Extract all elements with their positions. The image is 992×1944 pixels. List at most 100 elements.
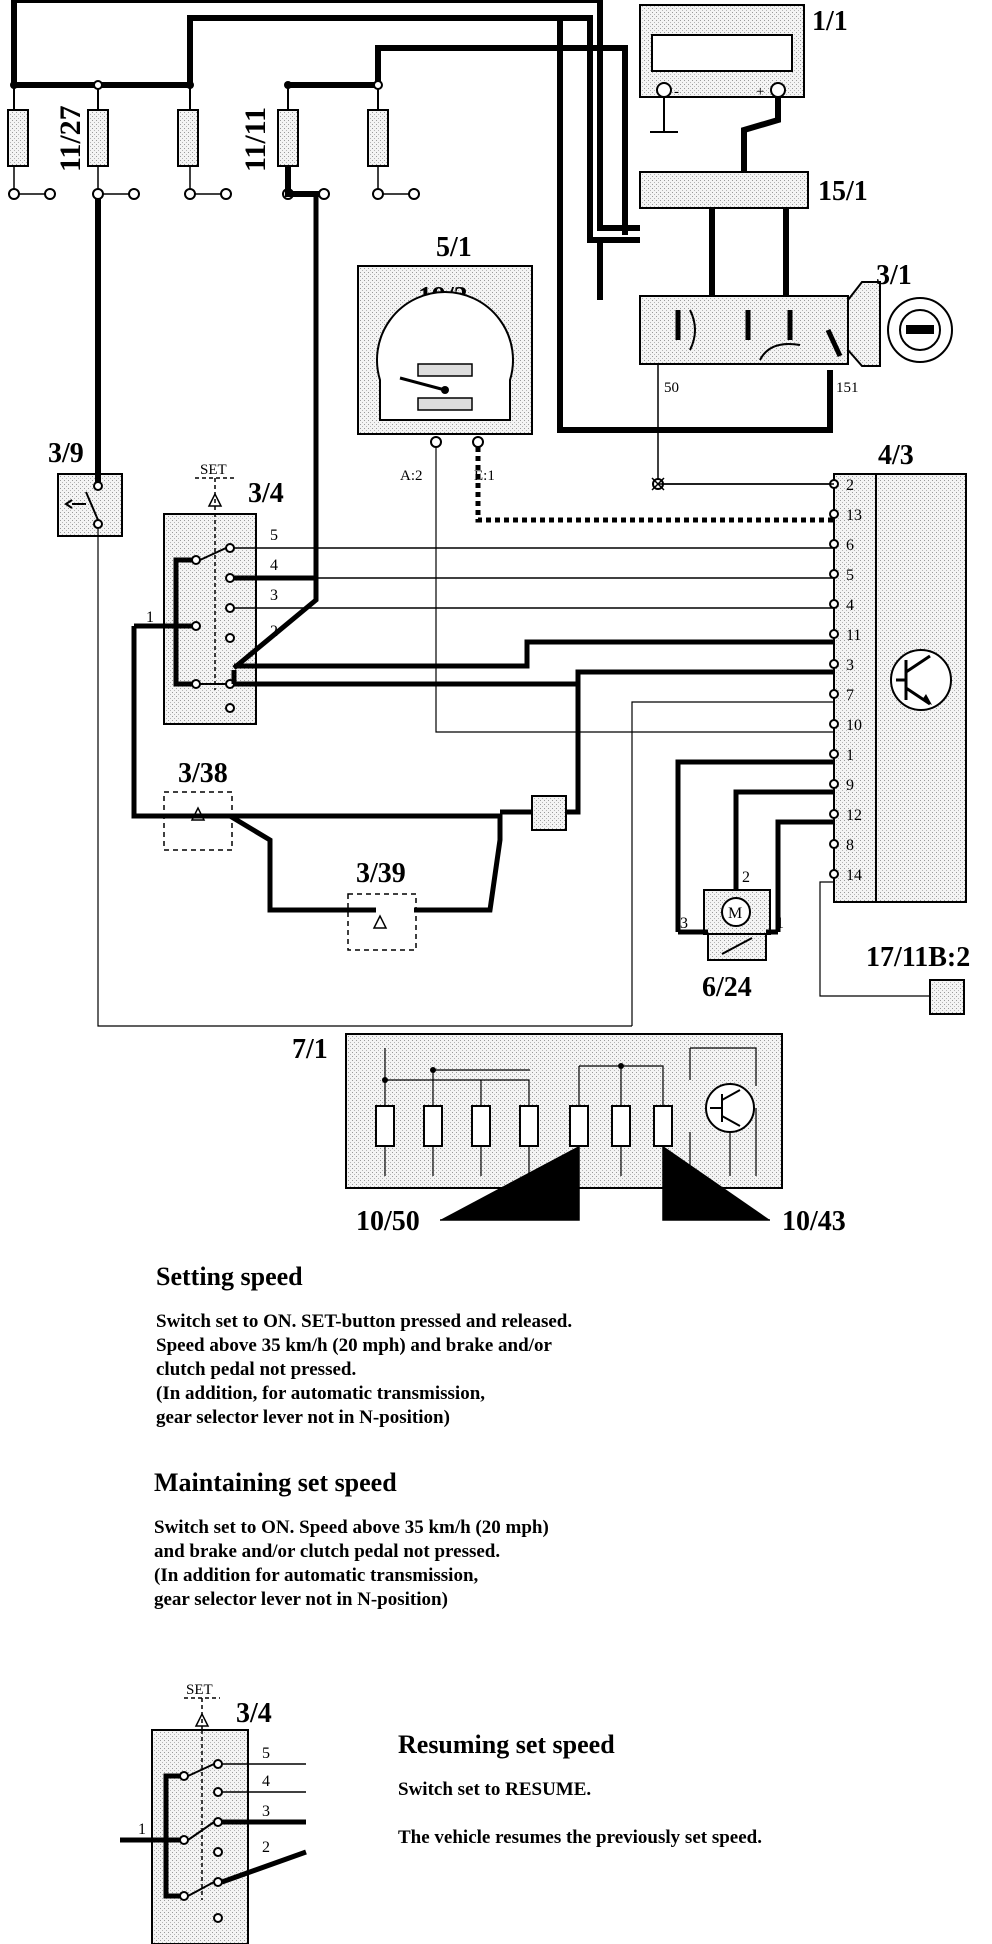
module-pin-label: 14 xyxy=(846,867,862,884)
pump-pin-3: 3 xyxy=(680,915,688,932)
set-switch-label: 3/4 xyxy=(248,478,284,509)
module-pin-label: 7 xyxy=(846,687,854,704)
section-heading: Resuming set speed xyxy=(398,1730,615,1759)
detail-pin-4: 4 xyxy=(262,1773,270,1790)
module-pin-label: 4 xyxy=(846,597,854,614)
brake-clutch-switches: 3/38 3/39 xyxy=(131,626,581,951)
section-line: The vehicle resumes the previously set s… xyxy=(398,1827,762,1848)
module-pin-terminal xyxy=(829,509,839,519)
section-line: Switch set to ON. SET-button pressed and… xyxy=(156,1311,573,1332)
ignition-switch-label: 3/1 xyxy=(876,260,912,291)
module-pin-terminal xyxy=(829,719,839,729)
module-pin-terminal xyxy=(829,569,839,579)
instrument-pin-e: E:1 xyxy=(474,468,495,484)
connector-label: 17/11B:2 xyxy=(866,942,970,973)
module-pin-terminal xyxy=(829,869,839,879)
fuse-label-11-11: 11/11 xyxy=(239,107,272,172)
fuse-label-11-27: 11/27 xyxy=(54,105,87,172)
fuse-11-27 xyxy=(87,109,109,167)
section-maintaining-speed: Maintaining set speed Switch set to ON. … xyxy=(154,1468,774,1612)
section-resuming-speed: Resuming set speed Switch set to RESUME.… xyxy=(398,1730,958,1850)
section-line: (In addition for automatic transmission, xyxy=(154,1565,479,1586)
instrument-label: 5/1 xyxy=(436,232,472,263)
section-line: (In addition, for automatic transmission… xyxy=(156,1383,486,1404)
module-pin-label: 12 xyxy=(846,807,862,824)
module-pin-label: 2 xyxy=(846,477,854,494)
fuse-box-label: 15/1 xyxy=(818,176,868,207)
detail-pin-1: 1 xyxy=(138,1821,146,1838)
set-switch-detail: SET 3/4 5 4 3 2 1 xyxy=(120,1682,307,1944)
section-heading: Maintaining set speed xyxy=(154,1468,397,1497)
main-switch-label: 3/9 xyxy=(48,438,84,469)
switch-pin-2: 2 xyxy=(270,623,278,640)
relay-box-label: 7/1 xyxy=(292,1034,328,1065)
instrument-cluster: 5/1 19/3 A:2 E:1 xyxy=(357,232,533,484)
detail-pin-3: 3 xyxy=(262,1803,270,1820)
fuse-box-relay: 15/1 xyxy=(639,171,868,300)
switch-pin-1: 1 xyxy=(146,609,154,626)
fuse-3 xyxy=(177,109,199,167)
fuse-11-11 xyxy=(277,109,299,167)
ignition-pin-151: 151 xyxy=(836,380,859,396)
motor-symbol: M xyxy=(728,905,742,922)
module-pin-terminal xyxy=(829,689,839,699)
module-pin-label: 13 xyxy=(846,507,862,524)
switch-pin-5: 5 xyxy=(270,527,278,544)
module-pin-label: 6 xyxy=(846,537,854,554)
fuse-5 xyxy=(367,109,389,167)
brake-switch-label: 3/38 xyxy=(178,758,228,789)
battery: - + 1/1 xyxy=(639,4,848,172)
module-pin-terminal xyxy=(829,839,839,849)
ground-label-10-50: 10/50 xyxy=(356,1206,420,1237)
detail-pin-5: 5 xyxy=(262,1745,270,1762)
detail-pin-2: 2 xyxy=(262,1839,270,1856)
section-line: gear selector lever not in N-position) xyxy=(156,1407,450,1428)
fuse-1 xyxy=(7,109,29,167)
module-pin-terminal xyxy=(829,539,839,549)
module-pin-terminal xyxy=(829,659,839,669)
switch-pin-3: 3 xyxy=(270,587,278,604)
pump-pin-1: 1 xyxy=(776,915,784,932)
connector-17-11b: 17/11B:2 xyxy=(866,942,970,1015)
detail-set-label: SET xyxy=(186,1682,213,1698)
module-pin-label: 8 xyxy=(846,837,854,854)
module-pin-label: 11 xyxy=(846,627,861,644)
svg-text:+: + xyxy=(756,84,764,100)
module-label: 4/3 xyxy=(878,440,914,471)
module-pin-terminal xyxy=(829,779,839,789)
vacuum-pump: M 2 3 1 6/24 xyxy=(678,869,784,1003)
section-line: clutch pedal not pressed. xyxy=(156,1359,357,1380)
set-switch: SET 3/4 5 4 3 2 1 xyxy=(134,194,319,725)
instrument-pin-a: A:2 xyxy=(400,468,423,484)
battery-label: 1/1 xyxy=(812,6,848,37)
module-pin-label: 5 xyxy=(846,567,854,584)
clutch-switch-label: 3/39 xyxy=(356,858,406,889)
svg-text:-: - xyxy=(674,84,679,100)
module-pin-terminal xyxy=(829,749,839,759)
section-line: Speed above 35 km/h (20 mph) and brake a… xyxy=(156,1335,552,1356)
set-switch-set-label: SET xyxy=(200,462,227,478)
relay-box: 7/1 10/50 10/43 xyxy=(292,1033,846,1237)
ground-label-10-43: 10/43 xyxy=(782,1206,846,1237)
section-line: Switch set to RESUME. xyxy=(398,1779,592,1800)
module-pin-label: 1 xyxy=(846,747,854,764)
switch-pin-4: 4 xyxy=(270,557,278,574)
section-setting-speed: Setting speed Switch set to ON. SET-butt… xyxy=(156,1262,776,1430)
module-pin-label: 3 xyxy=(846,657,854,674)
fuse-row: 11/27 11/11 xyxy=(7,0,640,243)
module-pin-terminal xyxy=(829,599,839,609)
module-wiring xyxy=(234,447,930,1026)
pump-pin-2: 2 xyxy=(742,869,750,886)
cruise-main-switch: 3/9 xyxy=(48,199,632,1027)
ignition-pin-50: 50 xyxy=(664,380,679,396)
section-line: gear selector lever not in N-position) xyxy=(154,1589,448,1610)
module-pin-label: 9 xyxy=(846,777,854,794)
module-pin-terminal xyxy=(829,629,839,639)
section-line: Switch set to ON. Speed above 35 km/h (2… xyxy=(154,1517,549,1538)
section-line: and brake and/or clutch pedal not presse… xyxy=(154,1541,501,1562)
section-heading: Setting speed xyxy=(156,1262,303,1291)
detail-switch-label: 3/4 xyxy=(236,1698,272,1729)
pump-label: 6/24 xyxy=(702,972,752,1003)
